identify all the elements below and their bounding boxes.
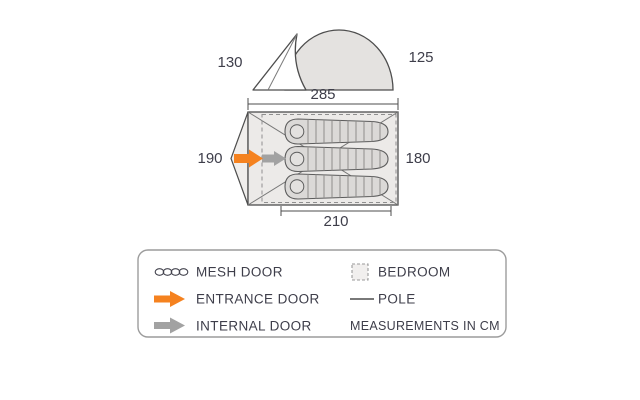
dim-side-right-height: 125 xyxy=(408,49,433,66)
dim-side-left-height: 130 xyxy=(217,54,242,71)
legend-label-internal-door: INTERNAL DOOR xyxy=(196,319,312,334)
mesh-door-icon xyxy=(154,268,189,276)
legend-label-entrance-door: ENTRANCE DOOR xyxy=(196,292,320,307)
internal-door-arrow xyxy=(262,151,286,166)
tent-floor-plan xyxy=(230,111,399,206)
dim-plan-right-depth: 180 xyxy=(405,150,430,167)
legend-box: MESH DOOR ENTRANCE DOOR INTERNAL DOOR BE… xyxy=(137,249,507,338)
dim-inner-width-label: 210 xyxy=(323,213,348,230)
legend-measurements-note: MEASUREMENTS IN CM xyxy=(350,319,500,333)
bedroom-icon xyxy=(351,263,369,281)
dim-width-line xyxy=(247,98,399,110)
entrance-door-icon xyxy=(154,291,185,307)
entrance-door-arrow xyxy=(234,149,263,168)
legend-label-mesh-door: MESH DOOR xyxy=(196,265,283,280)
legend-border xyxy=(137,249,507,338)
internal-door-icon xyxy=(154,317,185,334)
tent-side-view xyxy=(252,29,394,91)
sleeping-bag xyxy=(285,174,388,199)
legend-label-bedroom: BEDROOM xyxy=(378,265,451,280)
side-view-pole-line xyxy=(267,33,298,91)
legend-label-pole: POLE xyxy=(378,292,416,307)
sleeping-bag xyxy=(285,147,388,172)
dim-inner-width-line xyxy=(280,206,392,216)
dim-width-label: 285 xyxy=(310,86,335,103)
dim-plan-left-depth: 190 xyxy=(197,150,222,167)
sleeping-bag xyxy=(285,119,388,144)
